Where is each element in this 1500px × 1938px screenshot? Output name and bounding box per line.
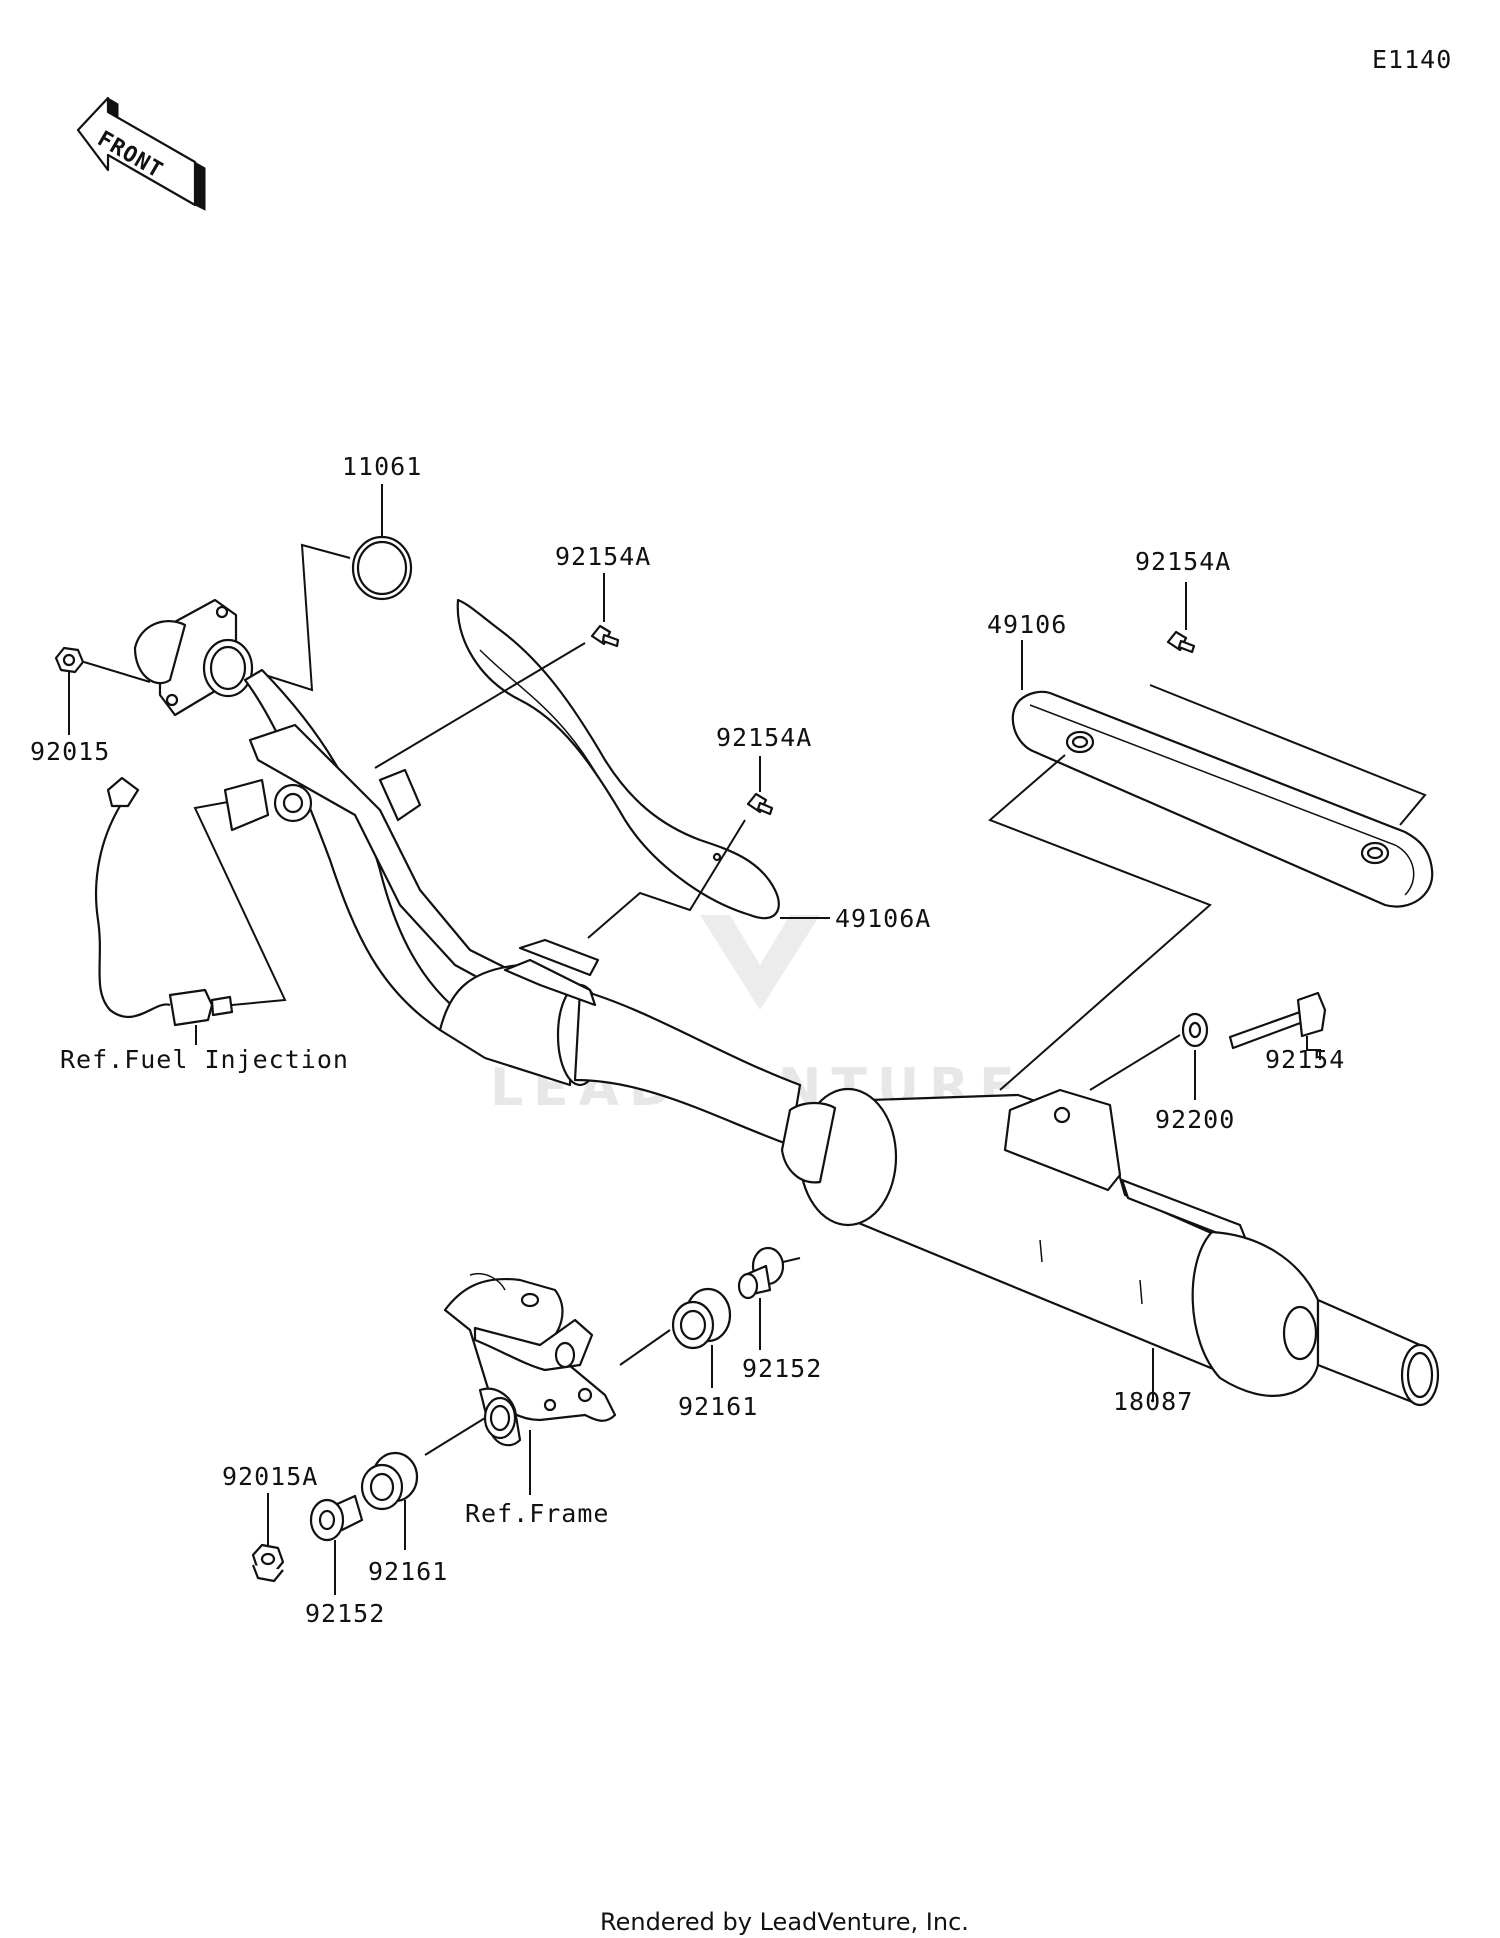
label-49106A: 49106A: [835, 904, 931, 933]
bushing-92152-lower: [309, 1494, 364, 1595]
label-49106: 49106: [987, 610, 1067, 639]
header-pipe: [133, 598, 802, 1147]
oxygen-sensor: [95, 776, 287, 1045]
front-arrow-icon: FRONT: [76, 96, 206, 211]
label-92154: 92154: [1265, 1045, 1345, 1074]
label-92161-lower: 92161: [368, 1557, 448, 1586]
label-92154A-2: 92154A: [716, 723, 812, 752]
label-92154A-1: 92154A: [555, 542, 651, 571]
frame-bracket: [424, 1273, 617, 1495]
bushing-92161-upper: [619, 1287, 732, 1388]
label-ref-frame: Ref.Frame: [465, 1499, 609, 1528]
screw-92154A-2: [587, 756, 774, 939]
label-18087: 18087: [1113, 1387, 1193, 1416]
heat-guard-49106A: [456, 598, 830, 920]
label-11061: 11061: [342, 452, 422, 481]
label-92152-lower: 92152: [305, 1599, 385, 1628]
screw-92154A-3: [1149, 582, 1427, 826]
o-ring-11061: [264, 484, 413, 692]
bolt-92154: [1228, 991, 1327, 1060]
bushing-92152-upper: [737, 1246, 801, 1350]
bushing-92161-lower: [360, 1451, 419, 1550]
label-92154A-3: 92154A: [1135, 547, 1231, 576]
label-ref-fuel-injection: Ref.Fuel Injection: [60, 1045, 349, 1074]
label-92015: 92015: [30, 737, 110, 766]
nut-92015A: [251, 1493, 285, 1583]
label-92152-upper: 92152: [742, 1354, 822, 1383]
footer-credit: Rendered by LeadVenture, Inc.: [600, 1908, 969, 1936]
heat-guard-49106: [988, 640, 1434, 1091]
screw-92154A-1: [374, 573, 620, 769]
nut-92015: [54, 646, 151, 735]
washer-92200: [1089, 1012, 1209, 1100]
label-92200: 92200: [1155, 1105, 1235, 1134]
diagram-code: E1140: [1372, 45, 1452, 74]
label-92161-upper: 92161: [678, 1392, 758, 1421]
muffler-18087: [780, 1087, 1440, 1407]
label-92015A: 92015A: [222, 1462, 318, 1491]
